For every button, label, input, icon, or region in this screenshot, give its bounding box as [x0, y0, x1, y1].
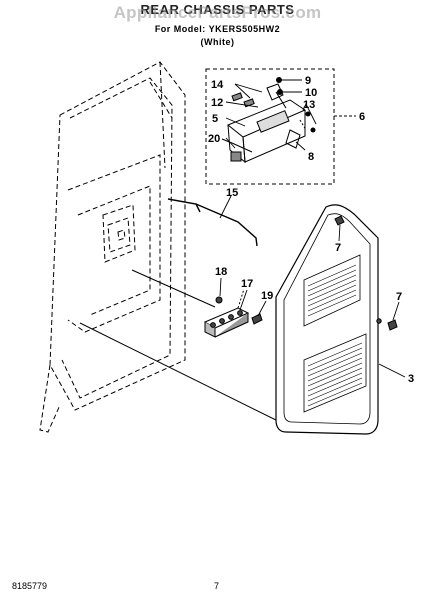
callout-label: 5: [212, 113, 218, 125]
callout-label: 17: [241, 278, 253, 290]
callout-label: 13: [303, 99, 315, 111]
inset-screws: [276, 77, 316, 133]
mounting-screws: [215, 296, 263, 325]
wire-harness: [167, 198, 258, 247]
callout-label: 8: [308, 151, 314, 163]
callout-label: 7: [335, 242, 341, 254]
range-body-outline: [39, 61, 186, 433]
back-edge-lines: [79, 269, 283, 424]
callout-label: 10: [305, 87, 317, 99]
callout-label: 12: [211, 97, 223, 109]
callout-label: 15: [226, 187, 238, 199]
leader-lines: [219, 79, 406, 378]
terminal-block-assembly: [221, 83, 307, 164]
part-number: 8185779: [12, 581, 48, 591]
panel-vent-upper-slots: [307, 264, 357, 317]
model-label: For Model: YKERS505HW2: [154, 24, 281, 34]
diagram-title: REAR CHASSIS PARTS: [140, 2, 295, 17]
callout-label: 3: [408, 373, 414, 385]
page-number: 7: [214, 581, 220, 591]
panel-screws: [334, 215, 398, 331]
panel-vent-lower: [303, 333, 367, 413]
callout-label: 14: [211, 79, 224, 91]
color-label: (White): [200, 37, 235, 47]
callout-label: 20: [208, 133, 220, 145]
panel-vent-lower-slots: [307, 342, 363, 407]
small-terminal-block: [203, 288, 250, 338]
callout-label: 9: [305, 75, 311, 87]
callout-label: 6: [359, 111, 365, 123]
callout-label: 19: [261, 290, 273, 302]
watermark: AppliancePartsPros.com: [113, 3, 322, 22]
callout-label: 7: [396, 291, 402, 303]
callout-label: 18: [215, 266, 227, 278]
inset-box: [205, 68, 335, 185]
